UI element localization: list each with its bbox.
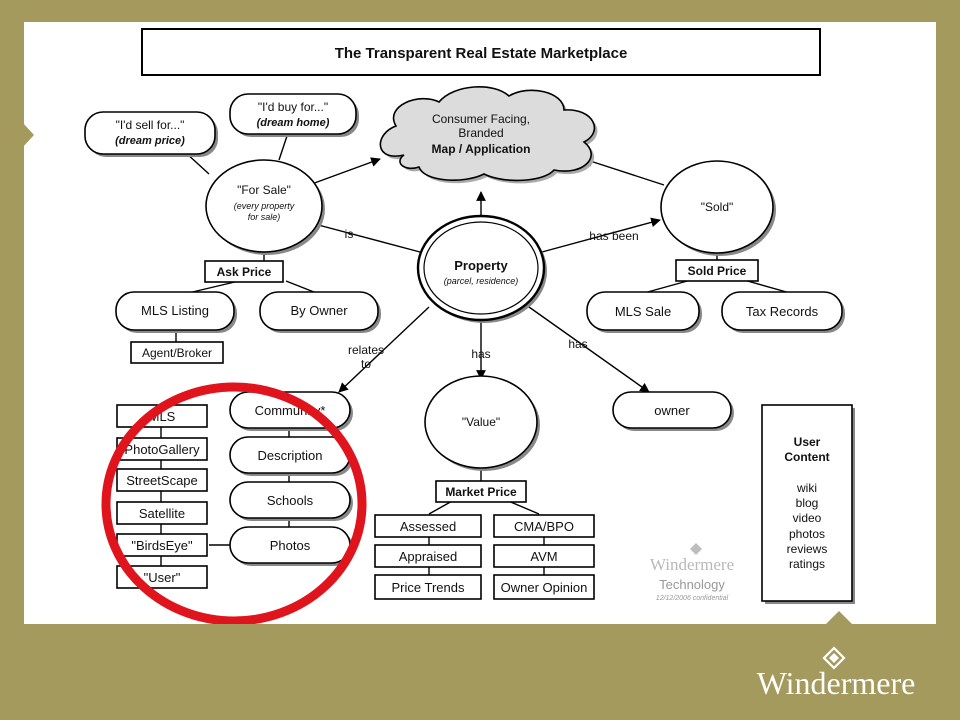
property-info-list: Community* Description Schools Photos: [229, 391, 353, 566]
svg-text:StreetScape: StreetScape: [126, 473, 198, 488]
svg-text:AVM: AVM: [530, 549, 557, 564]
svg-text:MLS Sale: MLS Sale: [615, 304, 671, 319]
svg-text:blog: blog: [796, 496, 819, 510]
svg-text:reviews: reviews: [787, 542, 828, 556]
svg-text:"BirdsEye": "BirdsEye": [131, 538, 193, 553]
edge-label-has-owner: has: [568, 337, 587, 351]
property-node: Property (parcel, residence): [416, 214, 547, 323]
svg-text:Property: Property: [454, 258, 508, 273]
windermere-technology-watermark: Windermere Technology 12/12/2006 confide…: [650, 543, 734, 602]
svg-text:12/12/2006 confidential: 12/12/2006 confidential: [656, 595, 729, 602]
svg-text:User: User: [794, 435, 821, 449]
diagram-canvas: The Transparent Real Estate Marketplace: [84, 28, 855, 624]
svg-text:Tax Records: Tax Records: [746, 304, 819, 319]
sold-price-box: Sold Price: [675, 259, 759, 282]
owner-node: owner: [612, 391, 734, 431]
svg-text:"Value": "Value": [462, 415, 500, 429]
sell-bubble: "I'd sell for..." (dream price): [84, 111, 218, 157]
diamond-logo-icon: [822, 646, 846, 670]
svg-text:"For Sale": "For Sale": [237, 183, 291, 197]
svg-text:Technology: Technology: [659, 577, 725, 592]
footer-logo: Windermere: [740, 644, 940, 704]
diagram-panel: The Transparent Real Estate Marketplace: [24, 22, 936, 624]
slide-notch-bottom: [826, 611, 852, 624]
svg-text:"User": "User": [144, 570, 181, 585]
svg-text:Price Trends: Price Trends: [392, 580, 465, 595]
diamond-logo-icon: [690, 543, 702, 555]
svg-text:Branded: Branded: [458, 126, 503, 140]
edge-label-is: is: [345, 227, 354, 241]
svg-text:Sold Price: Sold Price: [688, 264, 747, 278]
svg-text:Appraised: Appraised: [399, 549, 458, 564]
edge-label-has-value: has: [471, 347, 490, 361]
svg-text:Owner Opinion: Owner Opinion: [501, 580, 588, 595]
svg-text:By Owner: By Owner: [290, 303, 348, 318]
svg-text:Agent/Broker: Agent/Broker: [142, 346, 212, 360]
slide-notch-left: [22, 122, 34, 148]
svg-text:Ask Price: Ask Price: [217, 265, 272, 279]
svg-text:owner: owner: [654, 403, 690, 418]
value-node: "Value": [424, 375, 540, 471]
svg-text:"I'd sell for...": "I'd sell for...": [116, 118, 185, 132]
svg-text:(dream home): (dream home): [257, 117, 330, 129]
svg-text:PhotoGallery: PhotoGallery: [124, 442, 200, 457]
tax-records-node: Tax Records: [721, 291, 845, 333]
diagram-title: The Transparent Real Estate Marketplace: [141, 28, 821, 76]
svg-text:The Transparent Real Estate Ma: The Transparent Real Estate Marketplace: [335, 45, 628, 62]
svg-text:Photos: Photos: [270, 538, 311, 553]
svg-text:Description: Description: [257, 448, 322, 463]
svg-text:Satellite: Satellite: [139, 506, 185, 521]
mls-listing-node: MLS Listing: [115, 291, 237, 333]
svg-text:"I'd buy for...": "I'd buy for...": [258, 100, 328, 114]
svg-text:Schools: Schools: [267, 493, 314, 508]
svg-text:(dream price): (dream price): [115, 135, 185, 147]
svg-text:Consumer Facing,: Consumer Facing,: [432, 112, 530, 126]
for-sale-node: "For Sale" (every property for sale): [205, 159, 325, 255]
svg-text:CMA/BPO: CMA/BPO: [514, 519, 574, 534]
svg-text:wiki: wiki: [796, 481, 817, 495]
market-price-box: Market Price: [435, 480, 527, 503]
svg-text:Windermere: Windermere: [650, 555, 734, 574]
edge-label-relates: relates: [348, 343, 384, 357]
map-application-cloud: Consumer Facing, Branded Map / Applicati…: [379, 86, 598, 184]
svg-text:Map / Application: Map / Application: [432, 142, 531, 156]
ask-price-box: Ask Price: [204, 260, 284, 283]
value-left-stack: Assessed Appraised Price Trends: [374, 514, 482, 600]
svg-text:"Sold": "Sold": [701, 200, 734, 214]
mls-sale-node: MLS Sale: [586, 291, 702, 333]
by-owner-node: By Owner: [259, 291, 381, 333]
svg-text:for sale): for sale): [248, 212, 281, 222]
svg-text:(every property: (every property: [234, 201, 295, 211]
svg-text:MLS Listing: MLS Listing: [141, 303, 209, 318]
edge-label-to: to: [361, 357, 371, 371]
svg-text:photos: photos: [789, 527, 825, 541]
svg-text:Assessed: Assessed: [400, 519, 456, 534]
svg-text:(parcel, residence): (parcel, residence): [444, 276, 519, 286]
svg-text:video: video: [793, 511, 822, 525]
buy-bubble: "I'd buy for..." (dream home): [229, 93, 359, 137]
edge-label-has-been: has been: [589, 229, 638, 243]
highlight-circle: [101, 382, 367, 624]
svg-text:Content: Content: [784, 450, 829, 464]
agent-broker-box: Agent/Broker: [130, 341, 224, 364]
footer-logo-text: Windermere: [757, 665, 916, 701]
value-right-stack: CMA/BPO AVM Owner Opinion: [493, 514, 595, 600]
svg-text:ratings: ratings: [789, 557, 825, 571]
sold-node: "Sold": [660, 160, 776, 256]
user-content-box: User Content wiki blog video photos revi…: [761, 404, 855, 604]
svg-text:Market Price: Market Price: [445, 485, 517, 499]
